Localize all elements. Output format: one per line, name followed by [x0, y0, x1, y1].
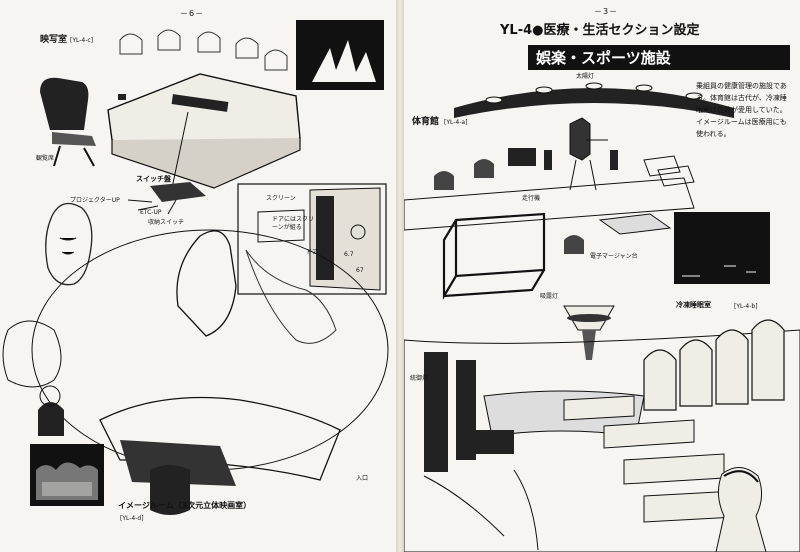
projection-room-title: 映写室 — [40, 35, 68, 45]
label-viewing-seat: 観覧席 — [36, 155, 55, 162]
label-control-lamp: 統御灯 — [410, 375, 429, 382]
label-projector-up: プロジェクターUP — [70, 197, 120, 204]
right-page-number: －3－ — [594, 7, 619, 16]
label-treadmill: 走行機 — [522, 195, 541, 202]
section-header: YL-4●医療・生活セクション設定 — [500, 23, 700, 38]
section-description: 乗組員の健康管理の施設である。体育館は古代が、冷凍睡眠室は佐渡が愛用していた。イ… — [696, 82, 787, 138]
label-etc-up: ETC-UP — [140, 209, 162, 216]
image-room-caption: イメージルーム（3次元立体映画室） — [118, 501, 252, 510]
section-title: 娯楽・スポーツ施設 — [536, 49, 671, 67]
label-storage-switch: 収納スイッチ — [148, 219, 185, 226]
label-entrance: 入口 — [356, 475, 369, 482]
section-title-banner: 娯楽・スポーツ施設 — [528, 45, 790, 70]
book-gutter — [396, 0, 404, 552]
label-screen: スクリーン — [266, 195, 296, 202]
sketch-note: 67 — [356, 267, 364, 274]
sketch-note: 6.7 — [344, 251, 354, 258]
right-page: －3－ YL-4●医療・生活セクション設定 娯楽・スポーツ施設 乗組員の健康管理… — [404, 0, 800, 552]
left-page: －6－ 映写室 [YL-4-c] 観覧席 スイッチ盤 プロジェクターUP ETC… — [0, 0, 397, 552]
label-sun-lamp: 太陽灯 — [576, 73, 595, 80]
cold-sleep-room-title: 冷凍睡眠室 — [676, 301, 711, 309]
label-door: ドア — [306, 249, 319, 256]
right-page-artwork — [404, 82, 800, 552]
cold-sleep-room-code: [YL-4-b] — [734, 303, 758, 310]
label-switch-panel: スイッチ盤 — [136, 175, 171, 183]
label-ceiling-lamp: 吸露灯 — [540, 293, 559, 300]
left-page-number: －6－ — [180, 9, 205, 18]
label-electronic-massager: 電子マージャン台 — [590, 253, 638, 260]
label-door-note: ドアにはスクリーンが組る — [272, 216, 315, 231]
left-page-artwork — [2, 20, 389, 515]
projection-room-code: [YL-4-c] — [70, 37, 94, 44]
gym-title: 体育館 — [412, 117, 440, 127]
image-room-code: [YL-4-d] — [120, 515, 144, 522]
gym-code: [YL-4-a] — [444, 119, 468, 126]
